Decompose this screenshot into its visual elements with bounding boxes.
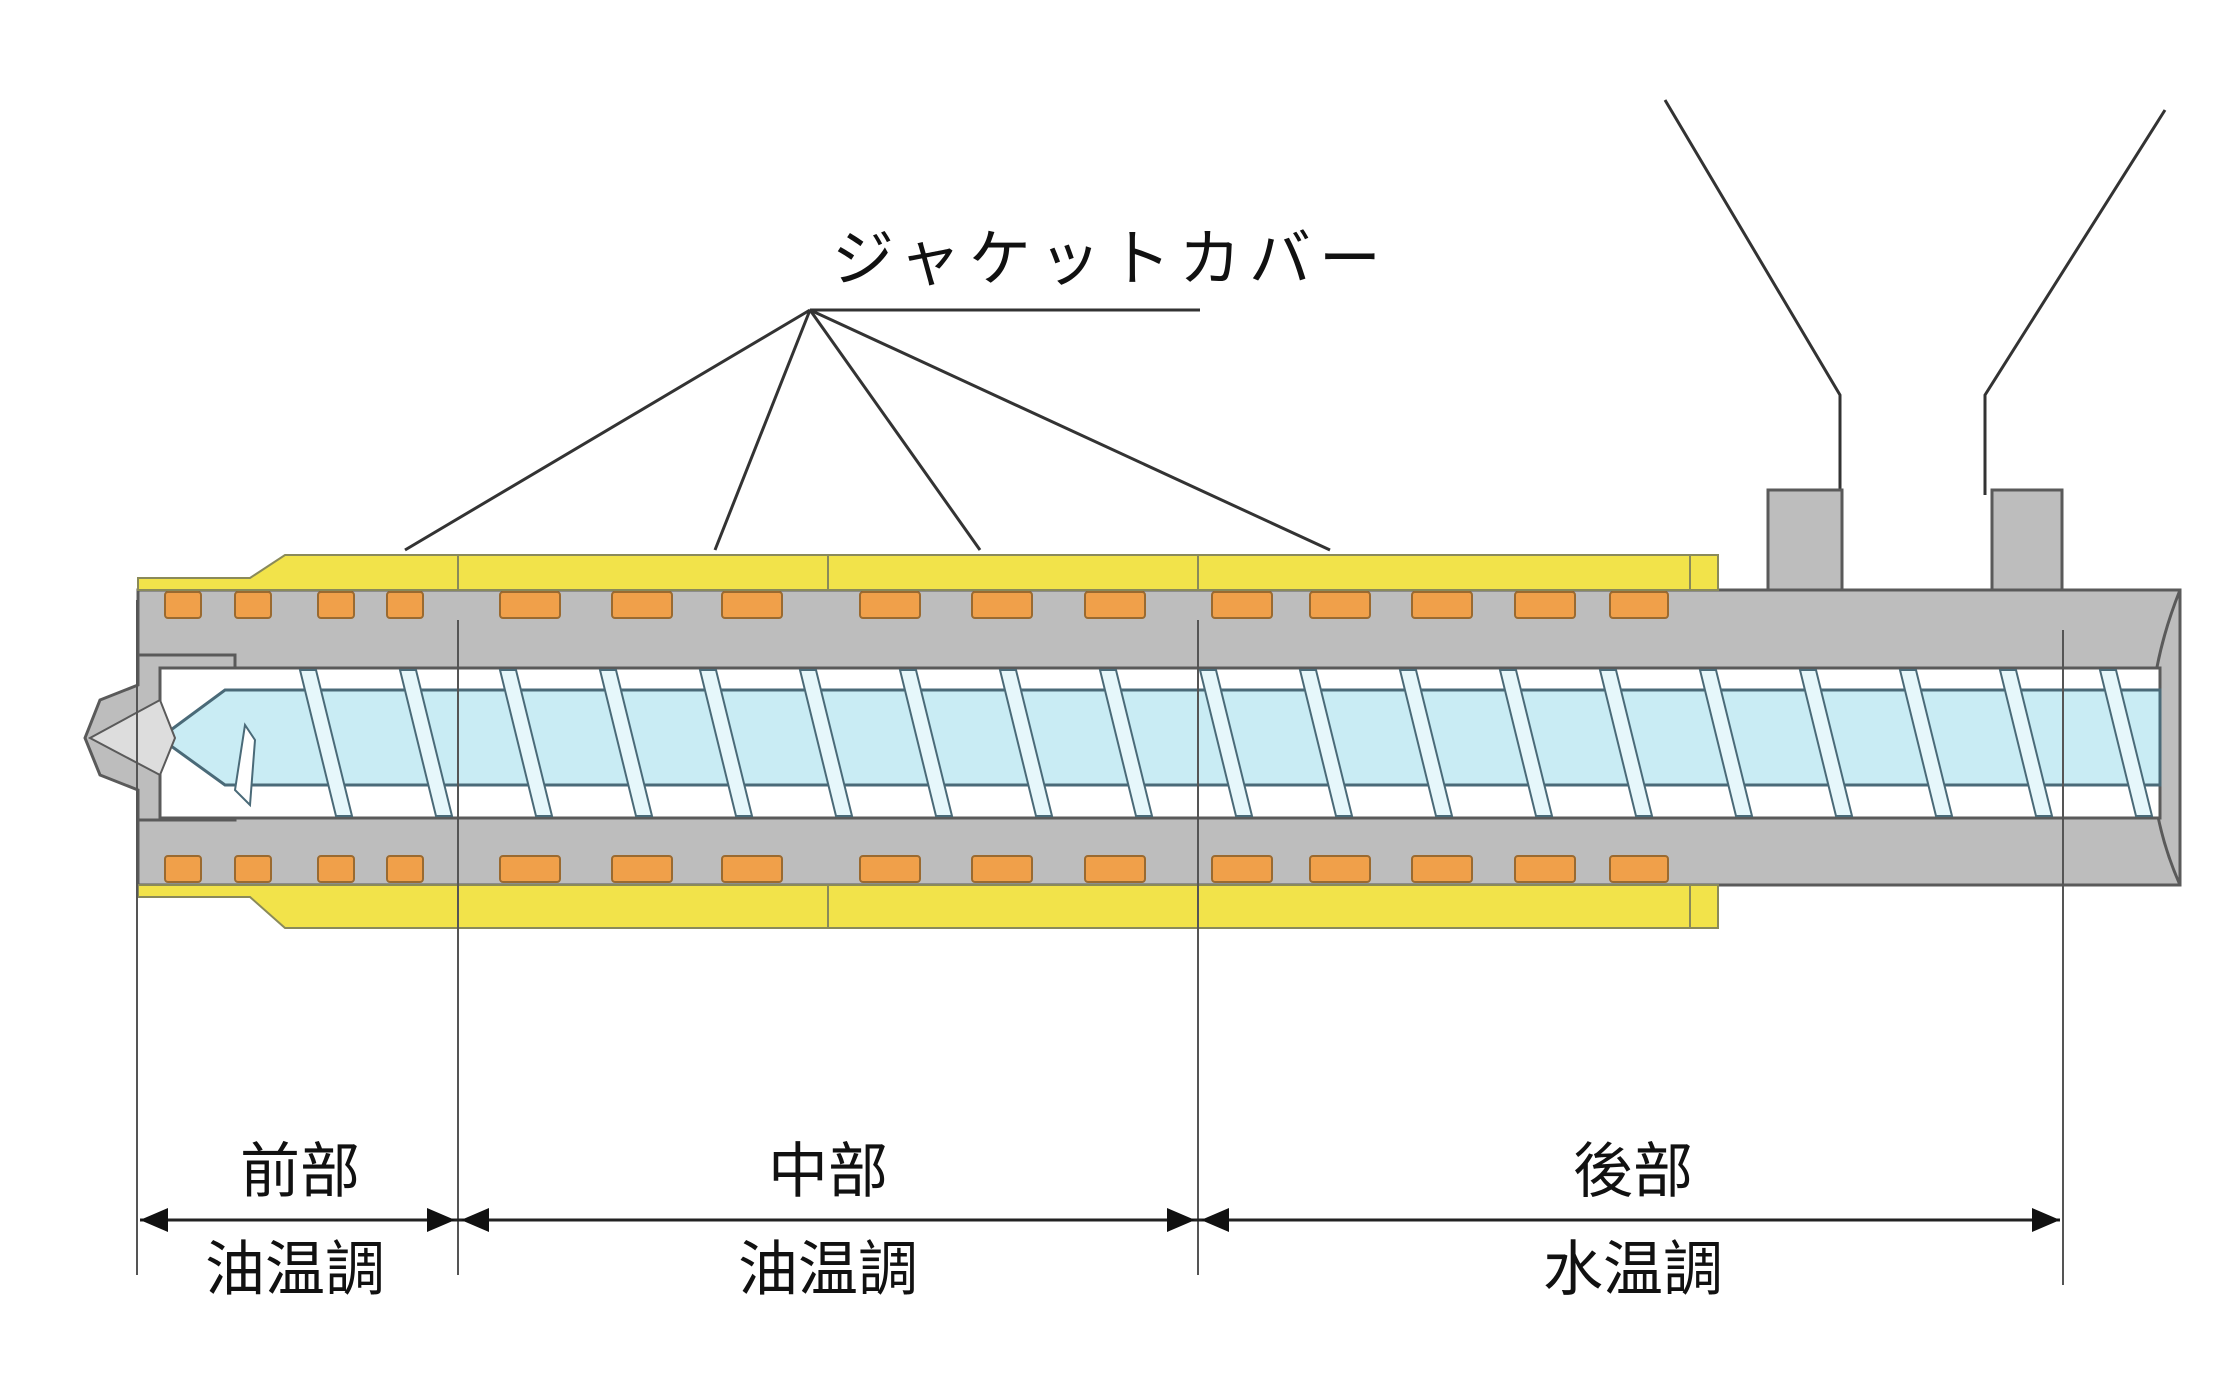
zone-dimensions [136,600,2064,1285]
heater-band-top [386,591,424,619]
heater-band-top [1609,591,1669,619]
jacket-cover-bottom [1197,884,1691,929]
hopper-left-wall [1663,99,1842,495]
screw-flight [2098,669,2154,817]
heater-band-top [234,591,272,619]
screw-flight [498,669,554,817]
arrowhead [2032,1208,2060,1232]
heater-band-bottom [1411,855,1473,883]
heater-band-top [971,591,1033,619]
jacket-cover-top [1197,554,1691,591]
heater-band-bottom [611,855,673,883]
jacket-cover-top [457,554,829,591]
jacket-covers [137,554,1719,929]
arrowhead [1167,1208,1195,1232]
heater-band-bottom [386,855,424,883]
screw-flight [1598,669,1654,817]
screw-flight [598,669,654,817]
heater-band-bottom [1609,855,1669,883]
zone-name-rear: 後部 [1573,1137,1693,1207]
hopper-right-wall [1983,109,2167,495]
screw-flight [998,669,1054,817]
screw-flight [798,669,854,817]
screw-flight [1098,669,1154,817]
arrowhead [461,1208,489,1232]
heater-band-bottom [234,855,272,883]
heater-band-top [721,591,783,619]
zone-control-front: 油温調 [205,1235,385,1305]
heater-band-top [164,591,202,619]
zone-name-middle: 中部 [768,1137,888,1207]
screw-flight [1898,669,1954,817]
screw-flight [1198,669,1254,817]
screw-flight [1498,669,1554,817]
screw-flight [1998,669,2054,817]
heater-band-top [611,591,673,619]
heater-band-bottom [164,855,202,883]
heater-band-top [317,591,355,619]
zone-control-middle: 油温調 [738,1235,918,1305]
heater-bands [164,591,1669,883]
jacket-cover-front-bottom [137,884,459,929]
heater-band-top [499,591,561,619]
jacket-cover-top [827,554,1199,591]
callout-leader-4 [809,308,1331,552]
callout-leader-3 [808,309,982,551]
zone-control-rear: 水温調 [1543,1235,1723,1305]
jacket-cover-bottom [457,884,829,929]
heater-band-bottom [1309,855,1371,883]
screw-flight [398,669,454,817]
heater-band-bottom [721,855,783,883]
heater-band-top [859,591,921,619]
heater-band-bottom [971,855,1033,883]
screw-flight [1298,669,1354,817]
screw-flight [1398,669,1454,817]
jacket-cover-bottom [827,884,1199,929]
callout-label: ジャケットカバー [832,222,1389,295]
jacket-cover-callout: ジャケットカバー [404,222,1389,552]
screw-flight [1798,669,1854,817]
screw-flights [298,669,2154,817]
jacket-cover-top [1689,554,1719,591]
jacket-cover-front-top [137,554,459,591]
screw-flight [898,669,954,817]
heater-band-bottom [1211,855,1273,883]
heater-band-top [1084,591,1146,619]
hopper [1663,99,2167,632]
screw-shaft [157,688,2162,787]
heater-band-top [1309,591,1371,619]
arrowhead [1201,1208,1229,1232]
screw-flight [298,669,354,817]
arrowhead [140,1208,168,1232]
screw [87,666,2162,820]
jacket-cover-bottom [1689,884,1719,929]
check-ring [233,722,257,808]
callout-leader-2 [713,309,812,551]
heater-band-top [1411,591,1473,619]
heater-band-top [1211,591,1273,619]
zone-labels: 前部 油温調 中部 油温調 後部 水温調 [205,1137,1723,1305]
heater-band-bottom [1084,855,1146,883]
heater-band-bottom [1514,855,1576,883]
callout-leader-1 [404,308,811,552]
heater-band-bottom [859,855,921,883]
arrowhead [427,1208,455,1232]
heater-band-bottom [499,855,561,883]
screw-flight [698,669,754,817]
heater-band-top [1514,591,1576,619]
zone-name-front: 前部 [240,1137,360,1207]
heater-band-bottom [317,855,355,883]
screw-flight [1698,669,1754,817]
